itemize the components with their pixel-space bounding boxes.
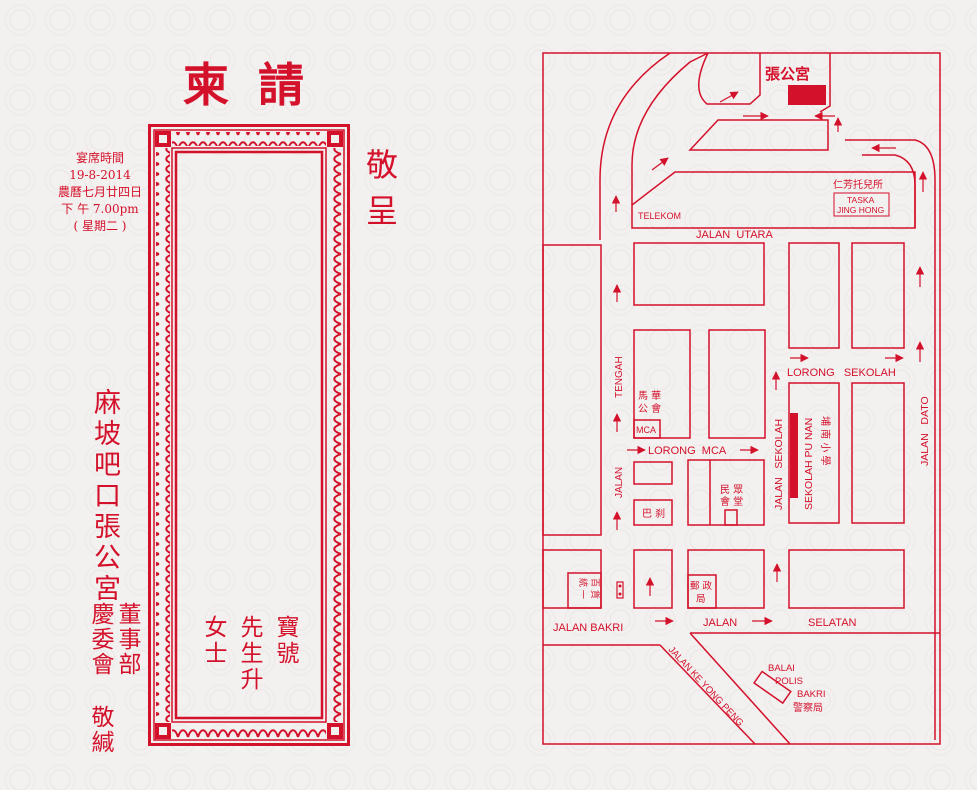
block-tongyi-label <box>567 572 602 609</box>
label-polis: POLIS <box>775 676 803 687</box>
school-building <box>790 413 798 498</box>
label-jalan-bakri: JALAN BAKRI <box>553 622 623 634</box>
road-upper <box>698 52 761 105</box>
label-jalan: JALAN <box>703 617 737 629</box>
label-police-cn: 警察局 <box>793 701 823 714</box>
label-temple: 張公宮 <box>765 65 810 83</box>
event-info-line: 下 午 7.00pm <box>61 202 139 216</box>
recipient-xian-sheng: 先生升 <box>236 615 262 693</box>
sender-committee: 慶委會 敬緘 <box>87 602 113 755</box>
recipient-bao-hao: 寶號 <box>272 615 298 667</box>
title-char-qing: 請 <box>258 58 304 112</box>
arrow-icon <box>651 157 669 171</box>
event-info-line: ( 星期二 ) <box>73 219 127 233</box>
title-char-jian: 柬 <box>183 58 229 112</box>
block-c <box>788 242 840 349</box>
label-school-cn: 埔 南 小 學 <box>819 416 832 466</box>
label-bakri: BAKRI <box>797 689 826 700</box>
map-border <box>542 52 941 745</box>
sender-board: 董事部 <box>114 602 140 677</box>
respect-text: 敬呈 <box>361 148 399 240</box>
label-mca-cn1: 馬 華 <box>638 390 661 402</box>
sender-organization: 麻坡吧口張公宮 <box>89 388 120 605</box>
block-f <box>633 461 673 485</box>
traffic-light-icon <box>616 581 624 599</box>
recipient-nu-shi: 女士 <box>200 615 226 667</box>
label-kindergarten-en1: TASKA <box>847 195 875 205</box>
label-jalan-dato: JALAN DATO <box>919 396 931 466</box>
label-kindergarten-cn: 仁芳托兒所 <box>833 178 883 191</box>
block-mca-top <box>633 329 691 439</box>
block-post-label <box>687 574 717 609</box>
label-mca-cn2: 公 會 <box>638 402 661 415</box>
block-d <box>851 242 905 349</box>
label-balai: BALAI <box>768 663 795 674</box>
block-g <box>851 382 905 524</box>
block-upper-triangle <box>688 119 829 151</box>
label-pasar: 巴 刹 <box>642 508 665 520</box>
label-post-1: 郵 政 <box>690 580 713 592</box>
block-police <box>753 670 792 705</box>
label-tongyi-2: 百 貨 <box>589 578 601 599</box>
road-upper-right <box>819 53 831 113</box>
label-jalan-ke-yong-peng: JALAN KE YONG PENG <box>666 645 746 729</box>
event-info-line: 宴席時間 <box>75 151 124 165</box>
road-yong-peng-1 <box>659 644 756 745</box>
road-right-curve <box>845 139 936 740</box>
label-min-zhong-2: 會 堂 <box>720 495 743 508</box>
event-info: 宴席時間 19-8-2014 農曆七月廿四日 下 午 7.00pm ( 星期二 … <box>20 152 180 242</box>
block-pasar <box>633 499 673 526</box>
label-lorong-sekolah: LORONG SEKOLAH <box>787 367 896 379</box>
label-sekolah-pu-nan: SEKOLAH PU NAN <box>803 418 815 510</box>
road-right-inner <box>862 154 916 228</box>
label-jalan-tengah: JALAN <box>614 467 625 498</box>
block-school <box>788 382 840 524</box>
label-jalan-utara: JALAN UTARA <box>696 229 773 241</box>
label-kindergarten-en2: JING HONG <box>837 205 884 215</box>
block-mca-label <box>633 419 661 439</box>
invitation-card: 請 柬 宴席時間 19-8-2014 農曆七月廿四日 下 午 7.00pm ( … <box>20 58 399 755</box>
label-post-2: 局 <box>696 594 706 605</box>
block-i <box>788 549 905 609</box>
kindergarten-box <box>833 192 890 217</box>
event-info-line: 農曆七月廿四日 <box>57 185 142 199</box>
block-telekom <box>631 171 916 229</box>
label-tengah: TENGAH <box>614 356 625 398</box>
road-curve-inner <box>631 52 709 205</box>
label-telekom: TELEKOM <box>638 211 681 221</box>
block-h <box>633 549 673 609</box>
label-jalan-sekolah: JALAN SEKOLAH <box>773 419 785 510</box>
block-e <box>708 329 766 439</box>
block-a <box>542 244 602 536</box>
hall-door <box>724 509 738 526</box>
road-curve-outer <box>599 52 671 240</box>
label-mca: MCA <box>636 425 656 435</box>
block-b <box>633 242 765 306</box>
name-frame <box>148 124 350 746</box>
road-yong-peng-2 <box>689 632 791 745</box>
label-selatan: SELATAN <box>808 617 857 629</box>
label-min-zhong-1: 民 眾 <box>720 484 743 496</box>
event-info-line: 19-8-2014 <box>69 168 131 182</box>
label-lorong-mca: LORONG MCA <box>648 445 727 457</box>
temple-building <box>788 85 826 105</box>
label-tongyi: 統 一 <box>577 578 589 599</box>
arrow-icon <box>719 91 739 103</box>
